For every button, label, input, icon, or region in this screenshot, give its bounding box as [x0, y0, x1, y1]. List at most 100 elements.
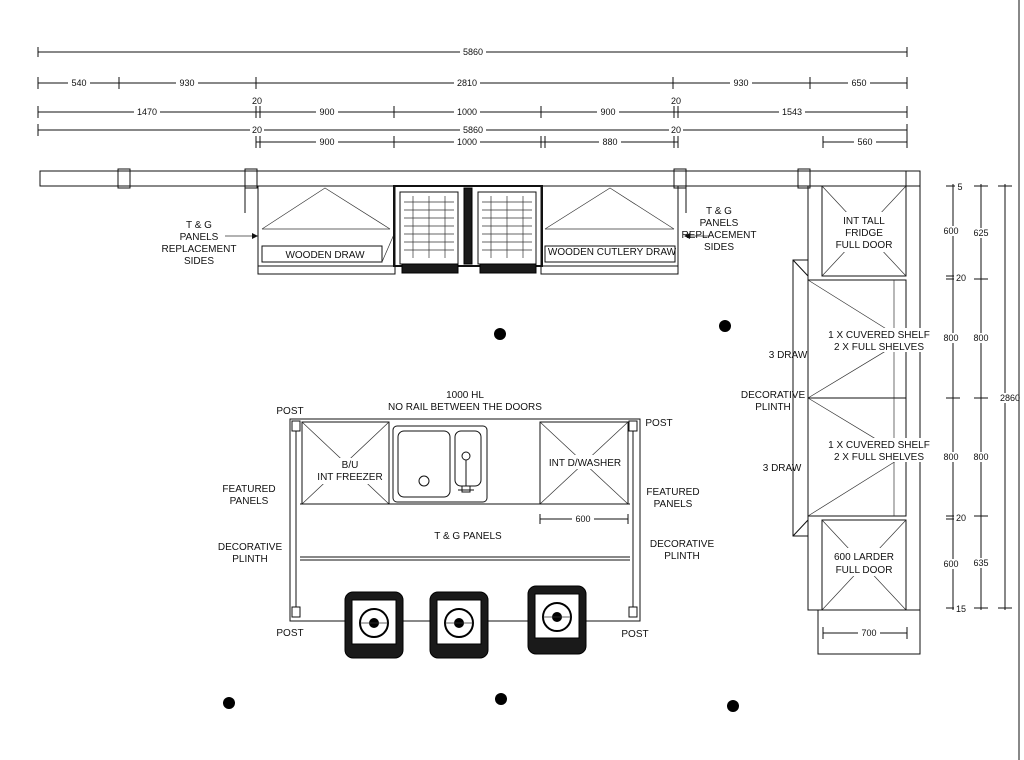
dim-930-right: 930 [733, 78, 748, 88]
dishwasher-label: INT D/WASHER [549, 458, 621, 469]
dim-r-635: 635 [973, 558, 988, 568]
shelf-upper-line-2: 2 X FULL SHELVES [834, 342, 924, 353]
lower-shelf-unit: 1 X CUVERED SHELF 2 X FULL SHELVES [807, 397, 930, 517]
dim-island-600: 600 [575, 514, 590, 524]
dim-650: 650 [851, 78, 866, 88]
tg-right-line-2: PANELS [700, 218, 739, 229]
shelf-upper-line-1: 1 X CUVERED SHELF [828, 330, 930, 341]
fridge-line-2: FRIDGE [845, 228, 883, 239]
cooker-grill-right [482, 196, 532, 258]
post-bottom-left-label: POST [276, 628, 303, 639]
dim-5860-b: 5860 [463, 125, 483, 135]
featured-right-line-1: FEATURED [646, 487, 699, 498]
dim-540: 540 [71, 78, 86, 88]
tg-left-line-2: PANELS [180, 232, 219, 243]
dim-900-b: 900 [600, 107, 615, 117]
dim-20-a: 20 [252, 96, 262, 106]
dim-row-3: 1470 20 900 1000 900 20 1543 [37, 96, 908, 118]
freezer-line-1: B/U [342, 460, 359, 471]
wooden-draw-label: WOODEN DRAW [285, 250, 365, 261]
stool-3 [527, 585, 587, 655]
sink [392, 425, 488, 503]
post-br-marker [628, 606, 638, 618]
island-title-line-1: 1000 HL [446, 390, 484, 401]
larder-unit: 600 LARDER FULL DOOR [821, 519, 907, 611]
post-top-right-label: POST [645, 418, 672, 429]
tg-left-line-3: REPLACEMENT [161, 244, 236, 255]
light-dot [495, 693, 507, 705]
light-dot [719, 320, 731, 332]
fridge-line-1: INT TALL [843, 216, 885, 227]
right-dimensions: 5 600 20 800 800 20 600 15 625 800 800 6… [940, 182, 1023, 614]
dim-1000-a: 1000 [457, 107, 477, 117]
wooden-cutlery-draw-cabinet: WOODEN CUTLERY DRAW [540, 185, 679, 275]
dim-row-2: 540 930 2810 930 650 [37, 77, 908, 89]
plinth-left-line-2: PLINTH [232, 554, 268, 565]
dim-r-5: 5 [957, 182, 962, 192]
dim-560: 560 [857, 137, 872, 147]
dim-row-1: 5860 [37, 47, 908, 57]
freezer-line-2: INT FREEZER [317, 472, 382, 483]
light-dot [494, 328, 506, 340]
dim-20-b: 20 [671, 96, 681, 106]
top-run: WOODEN DRAW [39, 168, 921, 275]
tg-right-line-4: SIDES [704, 242, 734, 253]
dim-930-left: 930 [179, 78, 194, 88]
featured-left-line-2: PANELS [230, 496, 269, 507]
larder-line-2: FULL DOOR [836, 565, 893, 576]
tg-left-line-4: SIDES [184, 256, 214, 267]
island-title-line-2: NO RAIL BETWEEN THE DOORS [388, 402, 542, 413]
top-dimensions: 5860 540 930 2810 930 650 [37, 47, 908, 148]
shelf-lower-line-2: 2 X FULL SHELVES [834, 452, 924, 463]
stool-2 [429, 591, 489, 659]
shelf-lower-line-1: 1 X CUVERED SHELF [828, 440, 930, 451]
post-tr-marker [628, 420, 638, 432]
plinth-left-line-1: DECORATIVE [218, 542, 283, 553]
dim-2810: 2810 [457, 78, 477, 88]
dim-r-800-a: 800 [943, 333, 958, 343]
cooker-grill-left [404, 196, 454, 258]
dishwasher-unit: INT D/WASHER [539, 421, 629, 505]
right-run: INT TALL FRIDGE FULL DOOR 1 X CUVERED SH… [741, 185, 930, 655]
plinth-right-island-line-1: DECORATIVE [650, 539, 715, 550]
tg-right-line-3: REPLACEMENT [681, 230, 756, 241]
dim-r-600-a: 600 [943, 226, 958, 236]
three-draw-lower: 3 DRAW [763, 463, 802, 474]
dim-r-800-d: 800 [973, 452, 988, 462]
dim-r-20-a: 20 [956, 273, 966, 283]
wooden-draw-cabinet: WOODEN DRAW [257, 185, 396, 275]
ceiling-lights [223, 320, 739, 712]
dim-row-5: 900 1000 880 560 [255, 136, 908, 148]
dim-20-d: 20 [671, 125, 681, 135]
post-bl-marker [291, 606, 301, 618]
featured-left-line-1: FEATURED [222, 484, 275, 495]
post-tl-marker [291, 420, 301, 432]
dim-900-c: 900 [319, 137, 334, 147]
tg-left-line-1: T & G [186, 220, 212, 231]
dim-1543: 1543 [782, 107, 802, 117]
dim-880: 880 [602, 137, 617, 147]
dim-700: 700 [861, 628, 876, 638]
larder-line-1: 600 LARDER [834, 552, 894, 563]
island: 1000 HL NO RAIL BETWEEN THE DOORS B/U IN… [218, 390, 715, 659]
freezer-unit: B/U INT FREEZER [301, 421, 390, 505]
tall-fridge-unit: INT TALL FRIDGE FULL DOOR [821, 185, 907, 277]
upper-shelf-unit: 1 X CUVERED SHELF 2 X FULL SHELVES [807, 279, 930, 399]
dim-900-a: 900 [319, 107, 334, 117]
plinth-right-line-1: DECORATIVE [741, 390, 806, 401]
plinth-right-island-line-2: PLINTH [664, 551, 700, 562]
tg-panels-label: T & G PANELS [434, 531, 502, 542]
dim-row-4: 20 5860 20 [37, 124, 908, 136]
dim-r-2860: 2860 [1000, 393, 1020, 403]
dim-r-625: 625 [973, 228, 988, 238]
dim-r-15: 15 [956, 604, 966, 614]
featured-right-line-2: PANELS [654, 499, 693, 510]
dim-r-800-b: 800 [943, 452, 958, 462]
range-cooker [393, 185, 543, 274]
stool-1 [344, 591, 404, 659]
dim-total-5860: 5860 [463, 47, 483, 57]
light-dot [727, 700, 739, 712]
dim-20-c: 20 [252, 125, 262, 135]
post-top-left-label: POST [276, 406, 303, 417]
